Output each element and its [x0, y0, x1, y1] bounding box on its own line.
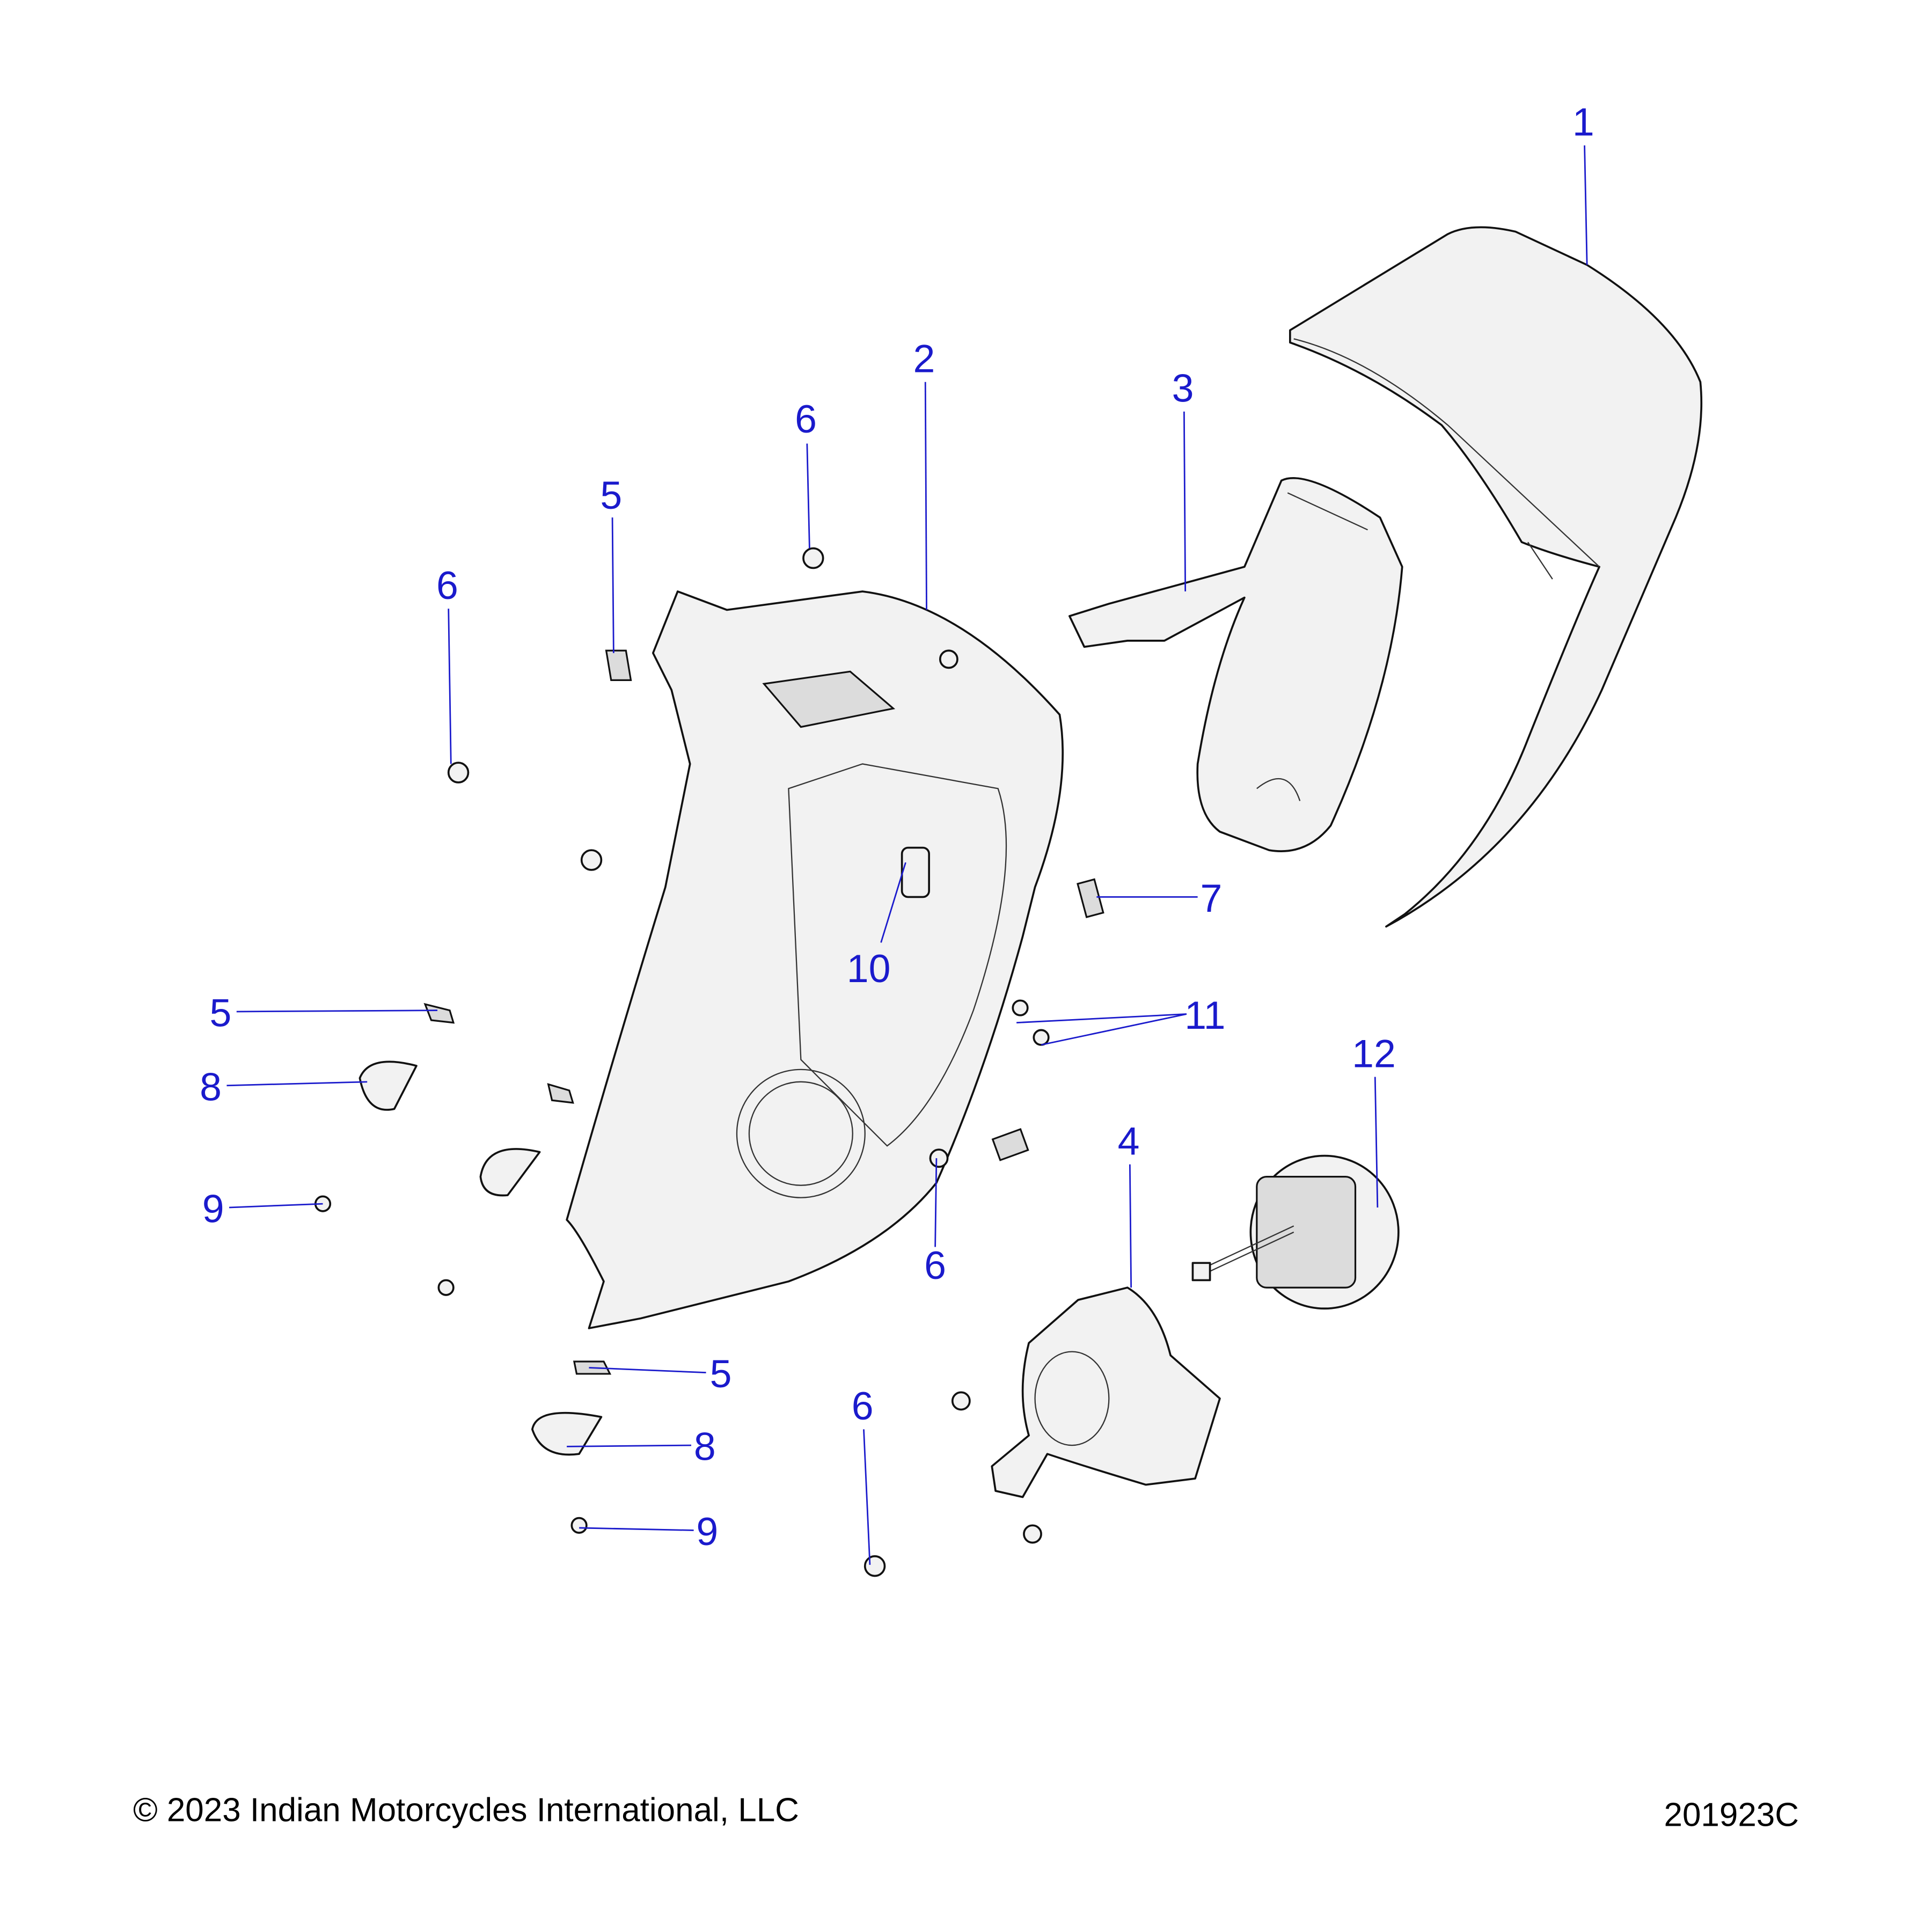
callout-c8a: 8: [200, 1064, 368, 1109]
callout-c1: 1: [1572, 100, 1594, 265]
callout-number: 8: [200, 1064, 222, 1109]
leader-line: [229, 1203, 323, 1209]
leader-line: [579, 1527, 694, 1531]
leader-line: [448, 609, 452, 764]
leader-line: [1183, 411, 1187, 592]
callout-c3: 3: [1172, 365, 1194, 592]
callout-number: 5: [600, 473, 622, 517]
callout-number: 2: [913, 336, 935, 380]
callout-number: 9: [696, 1509, 718, 1554]
leader-line: [1374, 1077, 1379, 1208]
drawing-number: 201923C: [1664, 1797, 1799, 1834]
callout-number: 12: [1352, 1031, 1396, 1075]
fairing-cover-part: [1289, 226, 1703, 928]
leader-line: [1584, 145, 1588, 265]
headlight-back-shell-part: [991, 1286, 1221, 1498]
callout-c9a: 9: [202, 1187, 323, 1231]
callout-c2: 2: [913, 336, 935, 610]
leader-line: [236, 1009, 438, 1013]
callout-c8b: 8: [567, 1424, 716, 1469]
callout-c4: 4: [1118, 1118, 1140, 1288]
leader-line: [934, 1158, 938, 1247]
callout-number: 7: [1200, 876, 1222, 920]
callout-c5c: 5: [589, 1351, 732, 1396]
callout-c12: 12: [1352, 1031, 1396, 1208]
callout-c6a: 6: [795, 397, 817, 548]
leader-line: [1041, 1013, 1187, 1046]
callout-c10: 10: [847, 862, 906, 991]
callout-number: 3: [1172, 365, 1194, 410]
headlight-housing-part: [566, 590, 1064, 1329]
callout-c9b: 9: [579, 1509, 718, 1554]
leader-line: [863, 1429, 871, 1565]
leader-line: [226, 1081, 368, 1087]
leader-line: [589, 1367, 706, 1374]
callout-c11: 11: [1016, 993, 1226, 1046]
callout-number: 6: [436, 563, 458, 608]
callout-number: 6: [852, 1384, 874, 1428]
inner-panel-part: [1069, 477, 1403, 852]
callout-number: 10: [847, 946, 891, 991]
leader-line: [924, 382, 927, 610]
callout-number: 4: [1118, 1118, 1140, 1163]
callout-number: 5: [710, 1351, 732, 1396]
led-headlight-part: [1191, 1154, 1400, 1310]
callout-number: 11: [1184, 993, 1225, 1037]
leader-line: [880, 862, 906, 943]
leader-line: [1129, 1164, 1132, 1288]
callout-c5b: 5: [210, 991, 438, 1035]
callout-c7: 7: [1096, 876, 1222, 920]
leader-line: [611, 517, 614, 653]
callout-c6c: 6: [924, 1158, 946, 1287]
callout-c6d: 6: [852, 1384, 874, 1565]
callout-number: 8: [694, 1424, 716, 1469]
callout-number: 6: [924, 1243, 946, 1287]
leader-line: [567, 1444, 692, 1447]
callout-number: 5: [210, 991, 232, 1035]
hardware-parts: [314, 547, 1104, 1577]
leader-line: [1016, 1013, 1187, 1023]
copyright-text: © 2023 Indian Motorcycles International,…: [133, 1791, 799, 1828]
callout-c5a: 5: [600, 473, 622, 653]
callout-c6b: 6: [436, 563, 458, 764]
callout-number: 9: [202, 1187, 224, 1231]
leader-line: [806, 443, 810, 548]
callout-number: 1: [1572, 100, 1594, 144]
callout-number: 6: [795, 397, 817, 441]
